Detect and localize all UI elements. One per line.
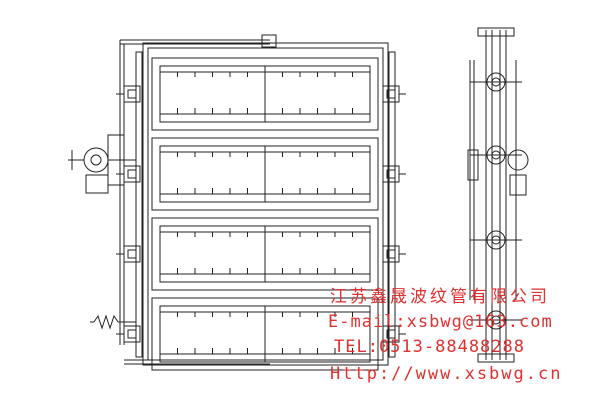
bearing-left-core [127, 249, 137, 259]
bearing-right-core [386, 89, 396, 99]
actuator-hub [90, 154, 102, 166]
bearing-right [382, 245, 400, 263]
side-gearbox [467, 149, 479, 181]
blade-panel [151, 217, 379, 291]
front-view [68, 34, 406, 371]
gear-box [107, 134, 125, 186]
blade-panel [151, 297, 379, 371]
top-linkage-end [261, 34, 277, 48]
watermark-company-name: 江苏鑫晟波纹管有限公司 [330, 287, 550, 307]
bearing-right-core [386, 169, 396, 179]
bearing-right-core [386, 329, 396, 339]
watermark-website: Http://www.xsbwg.cn [330, 364, 563, 384]
side-actuator-body [509, 174, 527, 196]
bearing-left-core [127, 329, 137, 339]
side-view [467, 27, 529, 363]
bearing-right [382, 85, 400, 103]
side-top-flange [477, 27, 515, 37]
left-frame-flange [135, 51, 143, 358]
bearing-left [123, 165, 141, 183]
spring [93, 314, 119, 330]
watermark-email: E-mail:xsbwg@163.com [328, 312, 553, 332]
right-frame-flange [388, 51, 396, 358]
actuator-wheel [83, 147, 109, 173]
watermark-telephone: TEL:0513-88488288 [334, 337, 525, 357]
bearing-left-core [127, 169, 137, 179]
actuator-body [85, 174, 109, 194]
bearing-left-core [127, 89, 137, 99]
bearing-left [123, 325, 141, 343]
bearing-right-core [386, 249, 396, 259]
bearing-left [123, 245, 141, 263]
side-bottom-flange [477, 353, 515, 363]
outer-frame [142, 42, 389, 366]
blade-panel [151, 137, 379, 211]
bearing-left [123, 85, 141, 103]
bearing-right [382, 165, 400, 183]
blade-panel [151, 57, 379, 131]
side-actuator-wheel [507, 149, 529, 171]
